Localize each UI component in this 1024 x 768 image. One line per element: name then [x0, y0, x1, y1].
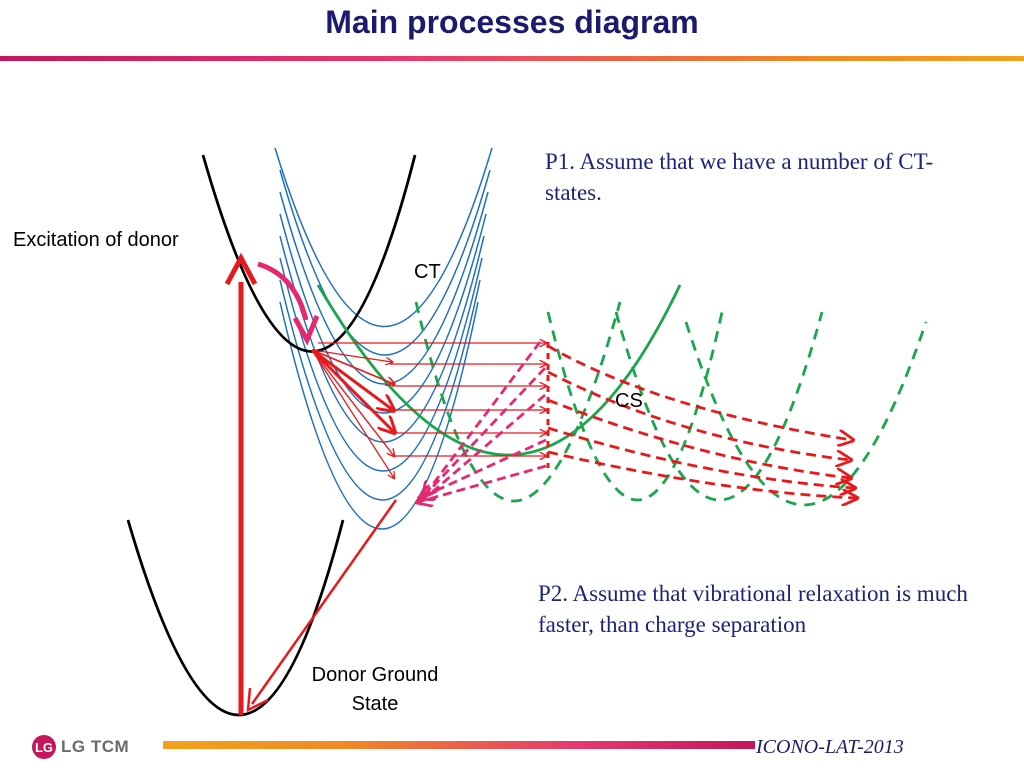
note-p2: P2. Assume that vibrational relaxation i…: [538, 581, 968, 637]
title-divider: [0, 56, 1024, 61]
cs-dashed-curve: [684, 321, 928, 507]
page-title: Main processes diagram: [325, 4, 699, 40]
ct-curve: [279, 191, 489, 385]
ct-curve: [279, 257, 483, 472]
ct-curve: [279, 301, 479, 530]
ct-curve: [279, 213, 487, 414]
recombination-arrow: [246, 499, 398, 713]
cs-dashed-curve: [614, 311, 824, 502]
cs-curve: [316, 284, 682, 457]
excitation-label: Excitation of donor: [13, 229, 179, 251]
ct-curve: [279, 235, 485, 443]
horizontal-transfer-arrows: [318, 343, 546, 456]
footer-divider: [163, 741, 755, 749]
ct-label: CT: [414, 261, 441, 283]
cs-dashed-curves: [414, 301, 928, 507]
conference-label: ICONO-LAT-2013: [756, 736, 904, 758]
charge-separation-arrows: [547, 344, 856, 498]
ct-curve: [279, 169, 491, 356]
ground-state-label: Donor Ground State: [280, 661, 470, 719]
cs-dashed-curve: [546, 311, 724, 502]
cs-label: CS: [615, 390, 643, 412]
company-logo: LG LG TCM: [32, 733, 129, 761]
back-transfer-arrows: [418, 341, 547, 502]
excitation-arrow: [224, 252, 258, 715]
ct-transfer-arrows: [310, 348, 394, 478]
note-p1: P1. Assume that we have a number of CT-s…: [545, 149, 934, 205]
donor-excited-curve: [201, 154, 417, 353]
cs-dashed-curve: [414, 301, 622, 503]
logo-text: LG TCM: [61, 737, 130, 756]
relaxation-arrow: [257, 261, 320, 346]
logo-icon: LG: [32, 735, 56, 759]
ct-curve: [274, 147, 493, 328]
ground-state-label-line2: State: [351, 693, 399, 715]
ground-state-label-line1: Donor Ground: [311, 664, 439, 686]
